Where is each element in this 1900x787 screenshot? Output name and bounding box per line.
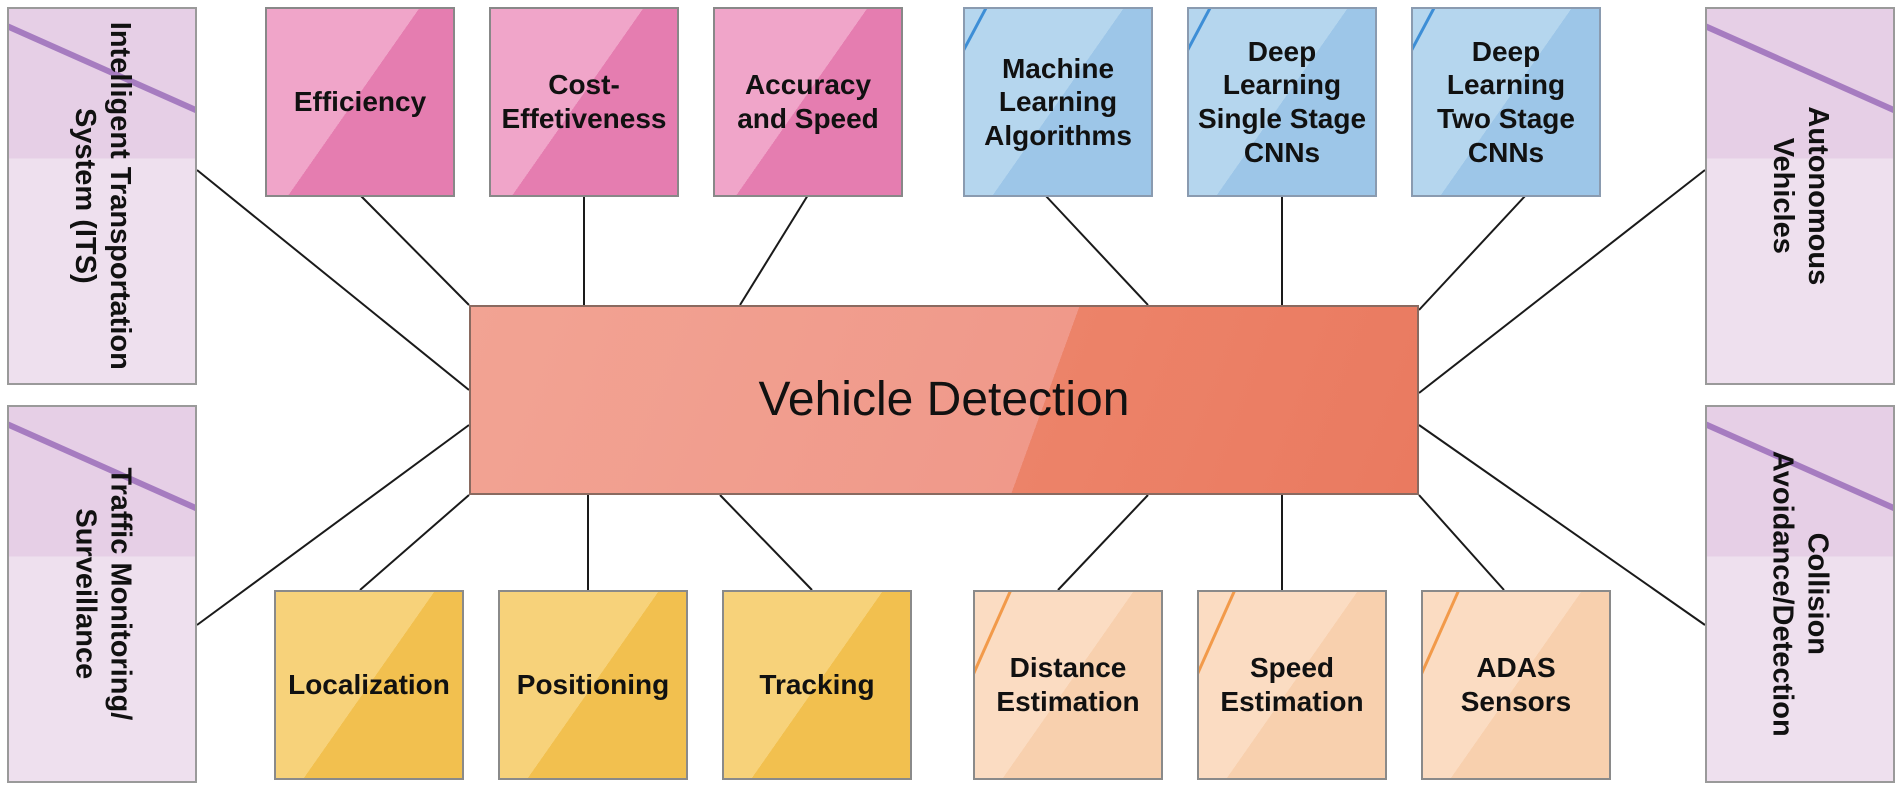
box-two-stage-cnns: Deep Learning Two Stage CNNs <box>1411 7 1601 197</box>
side-box-autonomous-vehicles: Autonomous Vehicles <box>1705 7 1895 385</box>
box-adas-sensors: ADAS Sensors <box>1421 590 1611 780</box>
side-box-autonomous-vehicles-label: Autonomous Vehicles <box>1767 106 1834 286</box>
box-tracking-label: Tracking <box>759 669 875 701</box>
center-node-label: Vehicle Detection <box>758 373 1130 427</box>
box-single-stage-cnns-label: Deep Learning Single Stage CNNs <box>1197 35 1367 168</box>
side-box-collision-avoidance: Collision Avoidance/Detection <box>1705 405 1895 783</box>
box-speed-estimation: Speed Estimation <box>1197 590 1387 780</box>
box-speed-estimation-label: Speed Estimation <box>1220 652 1364 717</box>
box-accuracy-speed: Accuracy and Speed <box>713 7 903 197</box>
side-box-collision-avoidance-label: Collision Avoidance/Detection <box>1767 451 1834 737</box>
box-efficiency-label: Efficiency <box>293 86 427 118</box>
box-cost-effectiveness: Cost- Effetiveness <box>489 7 679 197</box>
box-efficiency: Efficiency <box>265 7 455 197</box>
box-machine-learning: Machine Learning Algorithms <box>963 7 1153 197</box>
box-two-stage-cnns-label: Deep Learning Two Stage CNNs <box>1437 35 1575 168</box>
side-box-traffic-monitoring-label: Traffic Monitoring/ Surveillance <box>69 467 136 721</box>
box-positioning-label: Positioning <box>516 669 670 701</box>
side-box-traffic-monitoring: Traffic Monitoring/ Surveillance <box>7 405 197 783</box>
box-localization-label: Localization <box>288 669 450 701</box>
box-single-stage-cnns: Deep Learning Single Stage CNNs <box>1187 7 1377 197</box>
side-box-its: Intelligent Transportation System (ITS) <box>7 7 197 385</box>
box-distance-estimation: Distance Estimation <box>973 590 1163 780</box>
box-tracking: Tracking <box>722 590 912 780</box>
box-localization: Localization <box>274 590 464 780</box>
box-distance-estimation-label: Distance Estimation <box>996 652 1140 717</box>
side-box-its-label: Intelligent Transportation System (ITS) <box>69 21 136 371</box>
box-cost-effectiveness-label: Cost- Effetiveness <box>501 69 667 134</box>
box-accuracy-speed-label: Accuracy and Speed <box>737 69 879 134</box>
box-positioning: Positioning <box>498 590 688 780</box>
box-adas-sensors-label: ADAS Sensors <box>1460 652 1572 717</box>
center-node: Vehicle Detection <box>469 305 1419 495</box>
box-machine-learning-label: Machine Learning Algorithms <box>984 52 1132 151</box>
